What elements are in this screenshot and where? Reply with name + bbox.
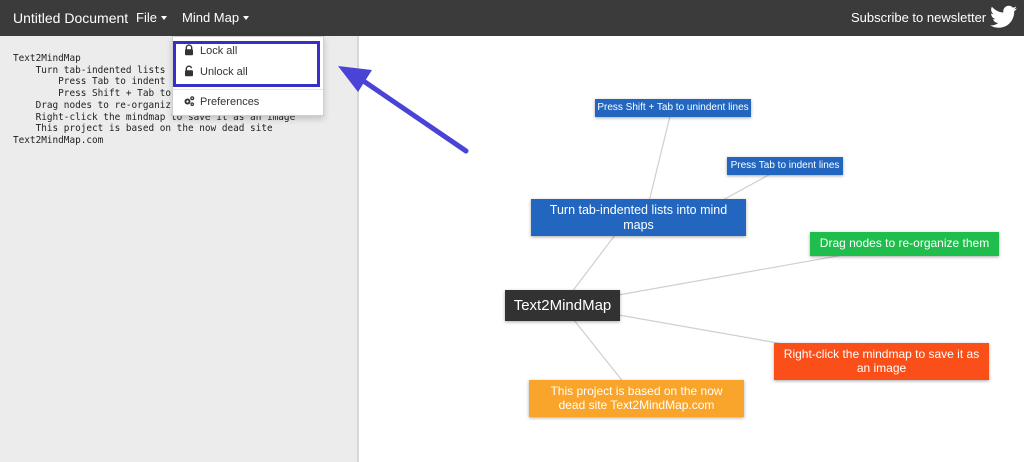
mindmap-dropdown-menu: Lock all Unlock all Preferences xyxy=(172,36,324,116)
menu-item-unlock-all[interactable]: Unlock all xyxy=(173,62,323,82)
node-right-click[interactable]: Right-click the mindmap to save it as an… xyxy=(774,343,989,380)
twitter-icon[interactable] xyxy=(990,5,1017,29)
outline-text[interactable]: Text2MindMap Turn tab-indented lists Pre… xyxy=(13,53,296,146)
annotation-highlight-box xyxy=(173,41,320,87)
subscribe-link[interactable]: Subscribe to newsletter xyxy=(851,10,987,25)
node-indent[interactable]: Press Tab to indent lines xyxy=(727,157,843,175)
gears-icon xyxy=(184,96,195,106)
menu-item-label: Unlock all xyxy=(200,66,248,78)
node-unindent[interactable]: Press Shift + Tab to unindent lines xyxy=(595,99,751,117)
file-menu-label: File xyxy=(136,10,157,25)
lock-icon xyxy=(185,44,193,56)
menu-item-label: Lock all xyxy=(200,45,238,57)
top-navbar: Untitled Document File Mind Map Subscrib… xyxy=(0,0,1024,36)
menu-divider xyxy=(173,89,323,90)
node-root[interactable]: Text2MindMap xyxy=(505,290,620,321)
caret-down-icon xyxy=(160,16,167,20)
file-menu[interactable]: File xyxy=(136,10,167,25)
mindmap-menu[interactable]: Mind Map xyxy=(182,10,250,25)
unlock-icon xyxy=(185,65,193,77)
menu-item-lock-all[interactable]: Lock all xyxy=(173,41,323,61)
node-drag-nodes[interactable]: Drag nodes to re-organize them xyxy=(810,232,999,256)
menu-item-label: Preferences xyxy=(200,96,260,108)
mindmap-menu-label: Mind Map xyxy=(182,10,240,25)
caret-down-icon xyxy=(243,16,250,20)
node-project-info[interactable]: This project is based on the now dead si… xyxy=(529,380,744,417)
menu-item-preferences[interactable]: Preferences xyxy=(173,92,323,112)
node-tab-indented-lists[interactable]: Turn tab-indented lists into mind maps xyxy=(531,199,746,236)
document-title[interactable]: Untitled Document xyxy=(13,10,129,26)
